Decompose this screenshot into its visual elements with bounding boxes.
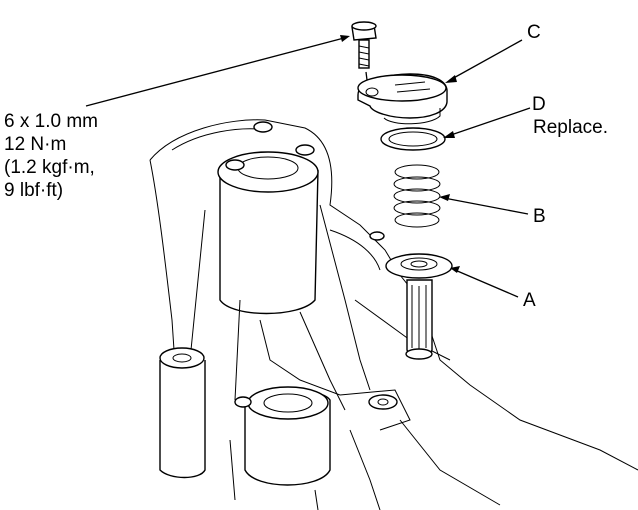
bolt xyxy=(351,21,377,69)
a-leader-line xyxy=(454,269,519,298)
c-leader-arrow xyxy=(445,75,457,83)
spec-line-size: 6 x 1.0 mm xyxy=(4,111,98,132)
part-d-o-ring xyxy=(380,127,446,151)
callout-d-note: Replace. xyxy=(533,117,608,138)
c-leader-line xyxy=(449,39,523,81)
callout-d: D xyxy=(532,94,546,115)
part-a-strainer xyxy=(385,253,453,360)
callout-a: A xyxy=(523,290,536,311)
part-b-spring xyxy=(393,164,441,228)
spec-leader-line xyxy=(85,37,345,107)
callout-c: C xyxy=(527,22,541,43)
case-housing xyxy=(149,119,638,510)
a-leader-arrow xyxy=(450,266,460,273)
b-leader-arrow xyxy=(439,194,450,201)
spec-leader-arrow xyxy=(340,35,350,42)
spec-line-kgf: (1.2 kgf·m, xyxy=(4,157,95,178)
d-leader-line xyxy=(447,107,531,137)
spec-line-lbf: 9 lbf·ft) xyxy=(4,180,63,201)
part-c-cap xyxy=(357,73,448,125)
spec-line-torque: 12 N·m xyxy=(4,134,66,155)
d-leader-arrow xyxy=(443,131,455,138)
callout-b: B xyxy=(533,206,546,227)
b-leader-line xyxy=(443,197,529,215)
